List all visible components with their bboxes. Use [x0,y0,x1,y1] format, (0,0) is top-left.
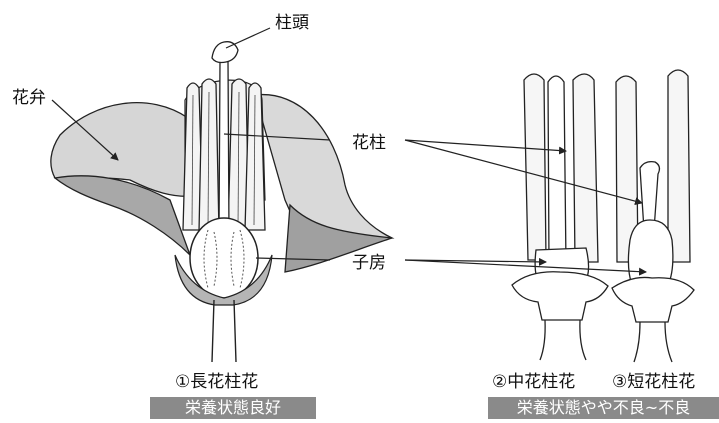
calyx-medium [512,272,608,320]
petal-right [255,95,392,245]
style-long [219,60,229,235]
short-style-caption: ③短花柱花 [612,367,695,392]
long-style-condition-band: 栄養状態良好 [150,397,316,419]
long-style-caption: ①長花柱花 [175,367,258,392]
stigma-label: 柱頭 [275,8,309,33]
short-style-flower [612,70,694,362]
ovary-short [628,220,673,285]
medium-style-caption: ②中花柱花 [492,367,575,392]
calyx-short [612,277,694,322]
ovary-long [190,218,258,298]
long-style-flower [51,42,392,362]
stem-medium [540,320,586,360]
ovary-label: 子房 [352,248,386,273]
petal-label: 花弁 [12,83,46,108]
stem-long [212,300,236,362]
style-label: 花柱 [352,128,386,153]
short-medium-condition-band: 栄養状態やや不良~不良 [488,397,719,419]
medium-style-flower [512,74,608,360]
stem-short [634,322,672,362]
